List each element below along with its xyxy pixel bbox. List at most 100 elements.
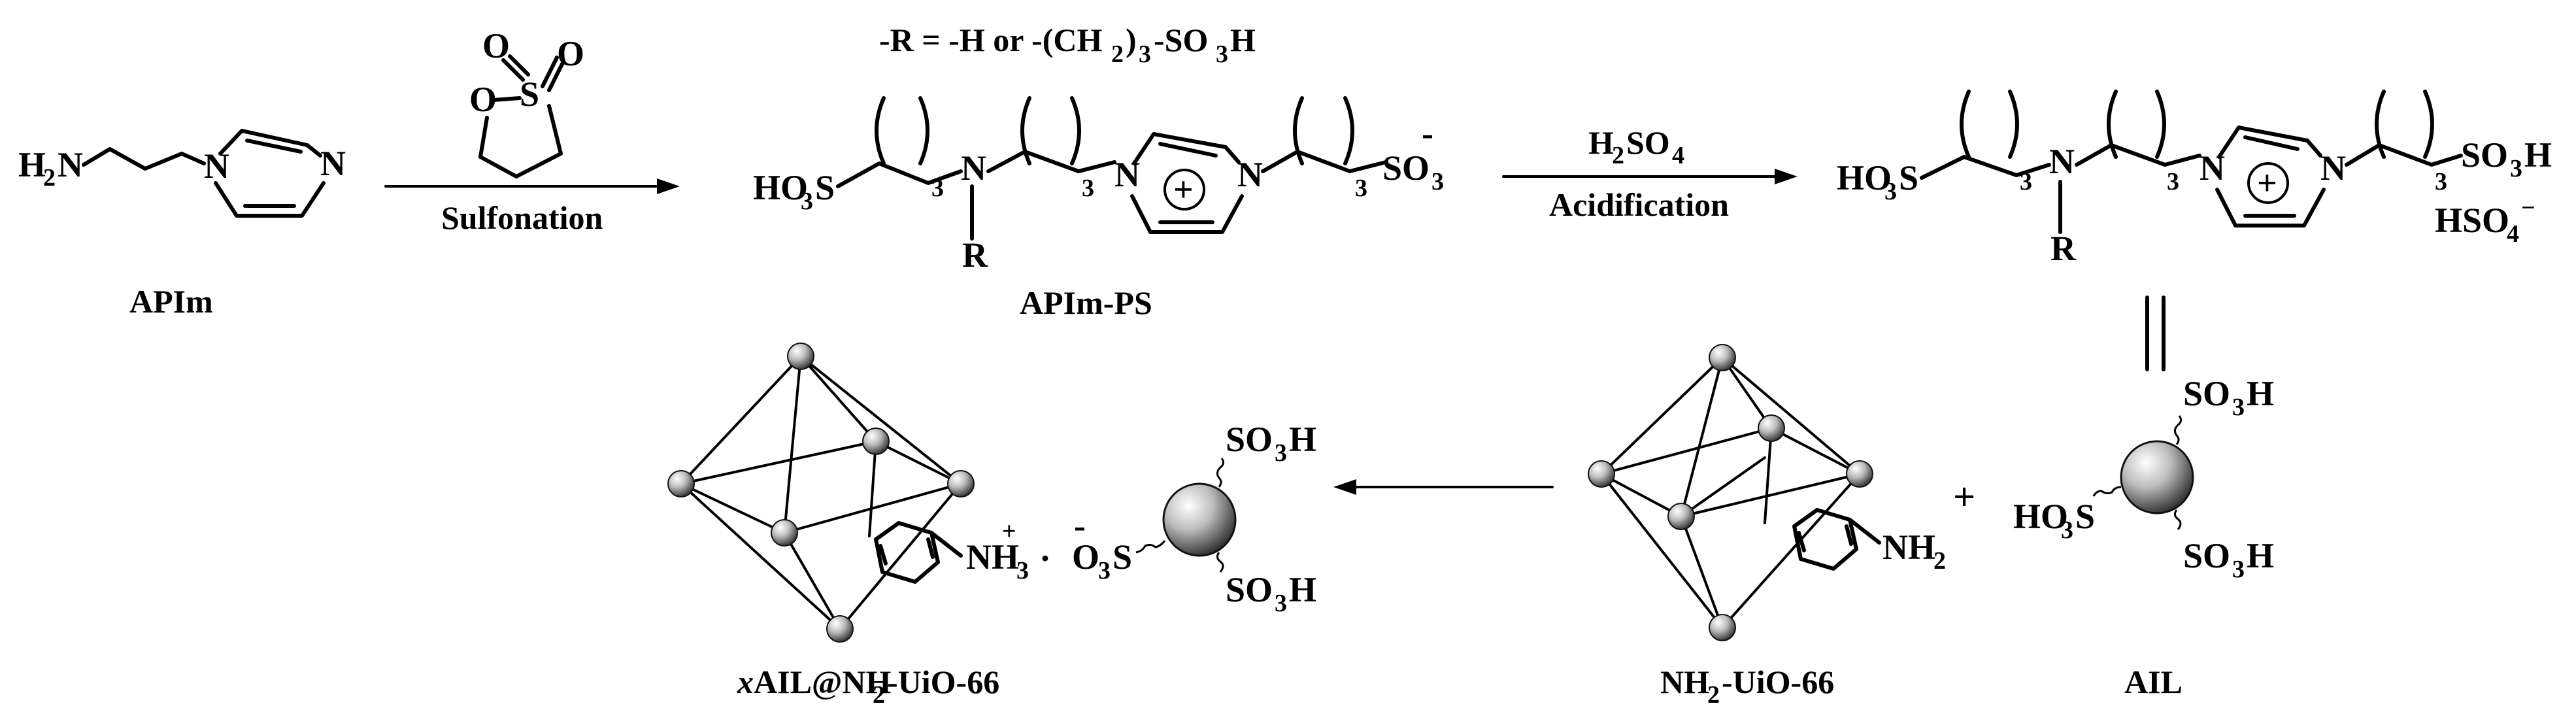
uio-edge-1 (1680, 356, 1724, 518)
composite-bot-a: SO (1226, 570, 1273, 609)
composite-nh3-plus: + (1002, 518, 1016, 545)
ail-ho3s-sub: 3 (1884, 178, 1897, 205)
ail-ho3s-b: S (1899, 158, 1918, 197)
apim-ps-ho3s-b: S (815, 168, 835, 207)
apim-ps-ring-double (1158, 142, 1218, 158)
ail-hso4-sub: 4 (2507, 220, 2519, 248)
r-def-prefix: -R = -H or -(CH (879, 22, 1102, 58)
uio-nh2-sub: 2 (1933, 547, 1946, 575)
apim-ps-chain-1 (836, 161, 963, 188)
ail-paren-3b (2423, 90, 2434, 159)
ail-sphere-left-b: S (2075, 497, 2095, 536)
apim-ps-amine-n: N (961, 148, 986, 188)
apim-ps-sub3-c: 3 (1355, 175, 1367, 202)
ail-ring-double (2243, 135, 2300, 151)
composite-dot: · (1039, 539, 1051, 578)
r-def-sub3: 3 (1139, 41, 1151, 68)
composite-sphere (1162, 482, 1237, 557)
apim-label: APIm (129, 283, 213, 320)
ail-chain-structure: HO 3 S 3 N R 3 N N + 3 SO 3 H HSO 4 − (1837, 90, 2552, 268)
composite-o3s-b: S (1112, 537, 1132, 577)
composite-top-a: SO (1226, 420, 1273, 459)
reagent-acid-sub4: 4 (1672, 142, 1684, 169)
ail-wavy-bottom (2173, 509, 2182, 530)
composite-o3s-minus: - (1074, 506, 1086, 545)
ail-paren-2a (2107, 90, 2118, 159)
composite-label-sub: 2 (873, 681, 885, 709)
ail-sphere-structure: SO 3 H HO 3 S SO 3 H AIL (2013, 374, 2274, 700)
apim-ps-ring-top (1132, 132, 1241, 165)
ail-plus: + (2257, 163, 2277, 203)
ail-label: AIL (2124, 664, 2183, 700)
composite-structure: NH 3 + · O 3 S - SO 3 H SO 3 H x AIL@NH … (667, 343, 1316, 709)
composite-wavy-left (1135, 540, 1166, 554)
apim-ring-n3: N (320, 144, 346, 183)
apim-ps-minus: - (1422, 114, 1433, 153)
arrow-sulfonation (384, 178, 680, 194)
apim-amine-n: N (58, 145, 83, 184)
ail-wavy-left (2092, 486, 2122, 497)
apim-ps-paren-3a (1293, 96, 1304, 165)
composite-benzene (874, 521, 940, 584)
ail-paren-1a (1960, 90, 1971, 159)
apim-ps-sub3-b: 3 (1082, 175, 1094, 202)
apim-ps-ho3s-sub: 3 (801, 188, 813, 215)
sultone-ring (478, 104, 563, 178)
r-def-end: -SO (1154, 22, 1208, 58)
ail-sphere (2120, 440, 2194, 514)
r-group-definition: -R = -H or -(CH 2 ) 3 -SO 3 H (879, 22, 1256, 68)
sultone-so-bond-1b (508, 54, 530, 76)
ail-chain-3 (2345, 143, 2463, 167)
ail-sphere-left-a: HO (2013, 497, 2068, 536)
ail-sphere-right-a: SO (2183, 536, 2230, 575)
composite-outer-frame (679, 355, 963, 631)
ail-wavy-top (2173, 415, 2183, 445)
apim-ps-paren-2a (1020, 96, 1031, 165)
ail-sphere-top-b: H (2247, 374, 2274, 413)
sultone-so-bond-2b (547, 59, 565, 92)
ail-paren-2b (2155, 90, 2166, 159)
uio-outer-frame (1599, 356, 1862, 630)
ail-amine-n: N (2049, 142, 2075, 181)
ail-ring-bottom (2215, 188, 2326, 228)
apim-ps-ring-bottom (1130, 194, 1244, 234)
ail-sphere-left-sub: 3 (2061, 516, 2073, 544)
composite-bot-b: H (1289, 570, 1316, 609)
apim-ps-chain-2 (986, 150, 1116, 173)
ail-charge-circle (2247, 162, 2289, 204)
composite-label-b: -UiO-66 (887, 664, 999, 700)
ail-sphere-top-a: SO (2183, 374, 2230, 413)
composite-label-x: x (737, 664, 754, 700)
r-def-sub2: 2 (1111, 41, 1124, 68)
plus-sign: + (1953, 475, 1975, 518)
apim-ps-label: APIm-PS (1020, 284, 1152, 321)
reagent-sulfonation: Sulfonation (441, 199, 603, 236)
uio-nh2-a: NH (1882, 528, 1935, 567)
r-def-sub3b: 3 (1216, 41, 1228, 68)
propane-sultone: O O S O (469, 26, 584, 178)
apim-ring-double (245, 139, 303, 154)
sultone-so-bond-1 (501, 58, 525, 82)
ail-hso4-minus: − (2521, 194, 2535, 222)
apim-ps-paren-1a (875, 96, 886, 165)
ail-sub3-b: 3 (2167, 168, 2179, 195)
composite-label-a: AIL@NH (754, 664, 892, 700)
nh2-uio-66-structure: NH 2 NH 2 -UiO-66 (1588, 344, 1946, 709)
ail-so3h-b: H (2524, 135, 2552, 175)
apim-ps-structure: HO 3 S 3 N R 3 N N + 3 SO 3 - APIm-PS (753, 96, 1444, 321)
ail-r: R (2050, 229, 2077, 268)
ail-sub3-a: 3 (2020, 168, 2032, 195)
reagent-acid-sub2: 2 (1612, 142, 1624, 169)
ail-sub3-c: 3 (2435, 168, 2447, 195)
reagent-acid-h: H (1588, 124, 1614, 161)
composite-o3s-a: O (1072, 537, 1099, 577)
apim-ps-sub3-a: 3 (931, 175, 944, 202)
apim-ps-chain-3 (1261, 150, 1388, 173)
apim-structure: H 2 N N N APIm (18, 129, 346, 320)
reagent-acid-so: SO (1626, 124, 1670, 161)
composite-nh3-sub: 3 (1016, 557, 1029, 584)
composite-wavy-bottom (1216, 552, 1224, 573)
apim-ps-so3-a: SO (1382, 148, 1430, 188)
ail-chain-2 (2075, 143, 2201, 167)
composite-o3s-sub: 3 (1098, 557, 1111, 584)
